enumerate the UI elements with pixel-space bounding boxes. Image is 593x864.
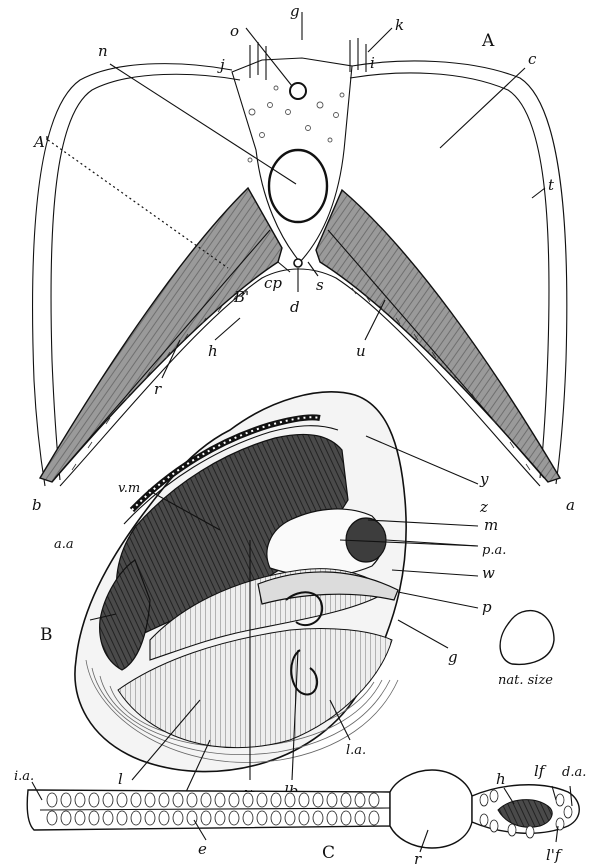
label-vm: v.m: [118, 481, 140, 496]
label-aa: a.a: [54, 537, 74, 552]
siphon-lines: [250, 12, 366, 80]
label-k: k: [395, 16, 404, 34]
label-w: w: [482, 564, 495, 582]
section-line-a-prime: [48, 140, 228, 268]
label-j: j: [217, 56, 225, 74]
label-g-top: g: [290, 2, 300, 20]
label-p: p: [482, 598, 492, 616]
label-h: h: [208, 342, 218, 360]
label-r: r: [154, 380, 162, 398]
label-b-prime: B': [233, 288, 249, 306]
label-t: t: [548, 176, 555, 194]
label-i: i: [370, 54, 375, 72]
label-b: b: [32, 496, 42, 514]
label-z: z: [479, 498, 488, 516]
label-pa: p.a.: [482, 543, 506, 558]
nat-size-outline: [500, 611, 554, 665]
panel-label-c: C: [322, 843, 335, 863]
dot-cp: [294, 259, 302, 267]
oval-chamber-n: [269, 150, 327, 222]
label-ia: i.a.: [14, 769, 34, 784]
label-lf: lf: [534, 762, 547, 780]
label-u: u: [356, 342, 366, 360]
label-da: d.a.: [562, 765, 586, 780]
label-o: o: [230, 22, 239, 40]
figure-b: nat. size y v.m z m a.a p.a. w p B g l l…: [40, 392, 554, 812]
panel-label-a: A: [481, 31, 495, 51]
label-d: d: [290, 298, 300, 316]
label-l: l: [118, 770, 123, 788]
circle-o: [290, 83, 306, 99]
label-cp: cp: [264, 274, 282, 292]
label-la: l.a.: [346, 743, 366, 758]
label-g-b: g: [448, 648, 458, 666]
central-cavity: [390, 770, 472, 848]
label-s: s: [316, 276, 324, 294]
nat-size-label: nat. size: [498, 673, 553, 688]
label-e: e: [198, 840, 207, 858]
label-c: c: [528, 50, 537, 68]
panel-label-b: B: [40, 625, 53, 645]
label-a: a: [566, 496, 575, 514]
label-h-c: h: [496, 770, 506, 788]
label-a-prime: A': [32, 133, 49, 151]
label-m: m: [484, 516, 498, 534]
label-n: n: [98, 42, 108, 60]
label-r-c: r: [414, 850, 422, 864]
label-lf2: l'f: [546, 846, 563, 864]
label-y: y: [479, 470, 489, 488]
figure-c: i.a. h lf d.a. e C r l'f: [14, 762, 586, 864]
